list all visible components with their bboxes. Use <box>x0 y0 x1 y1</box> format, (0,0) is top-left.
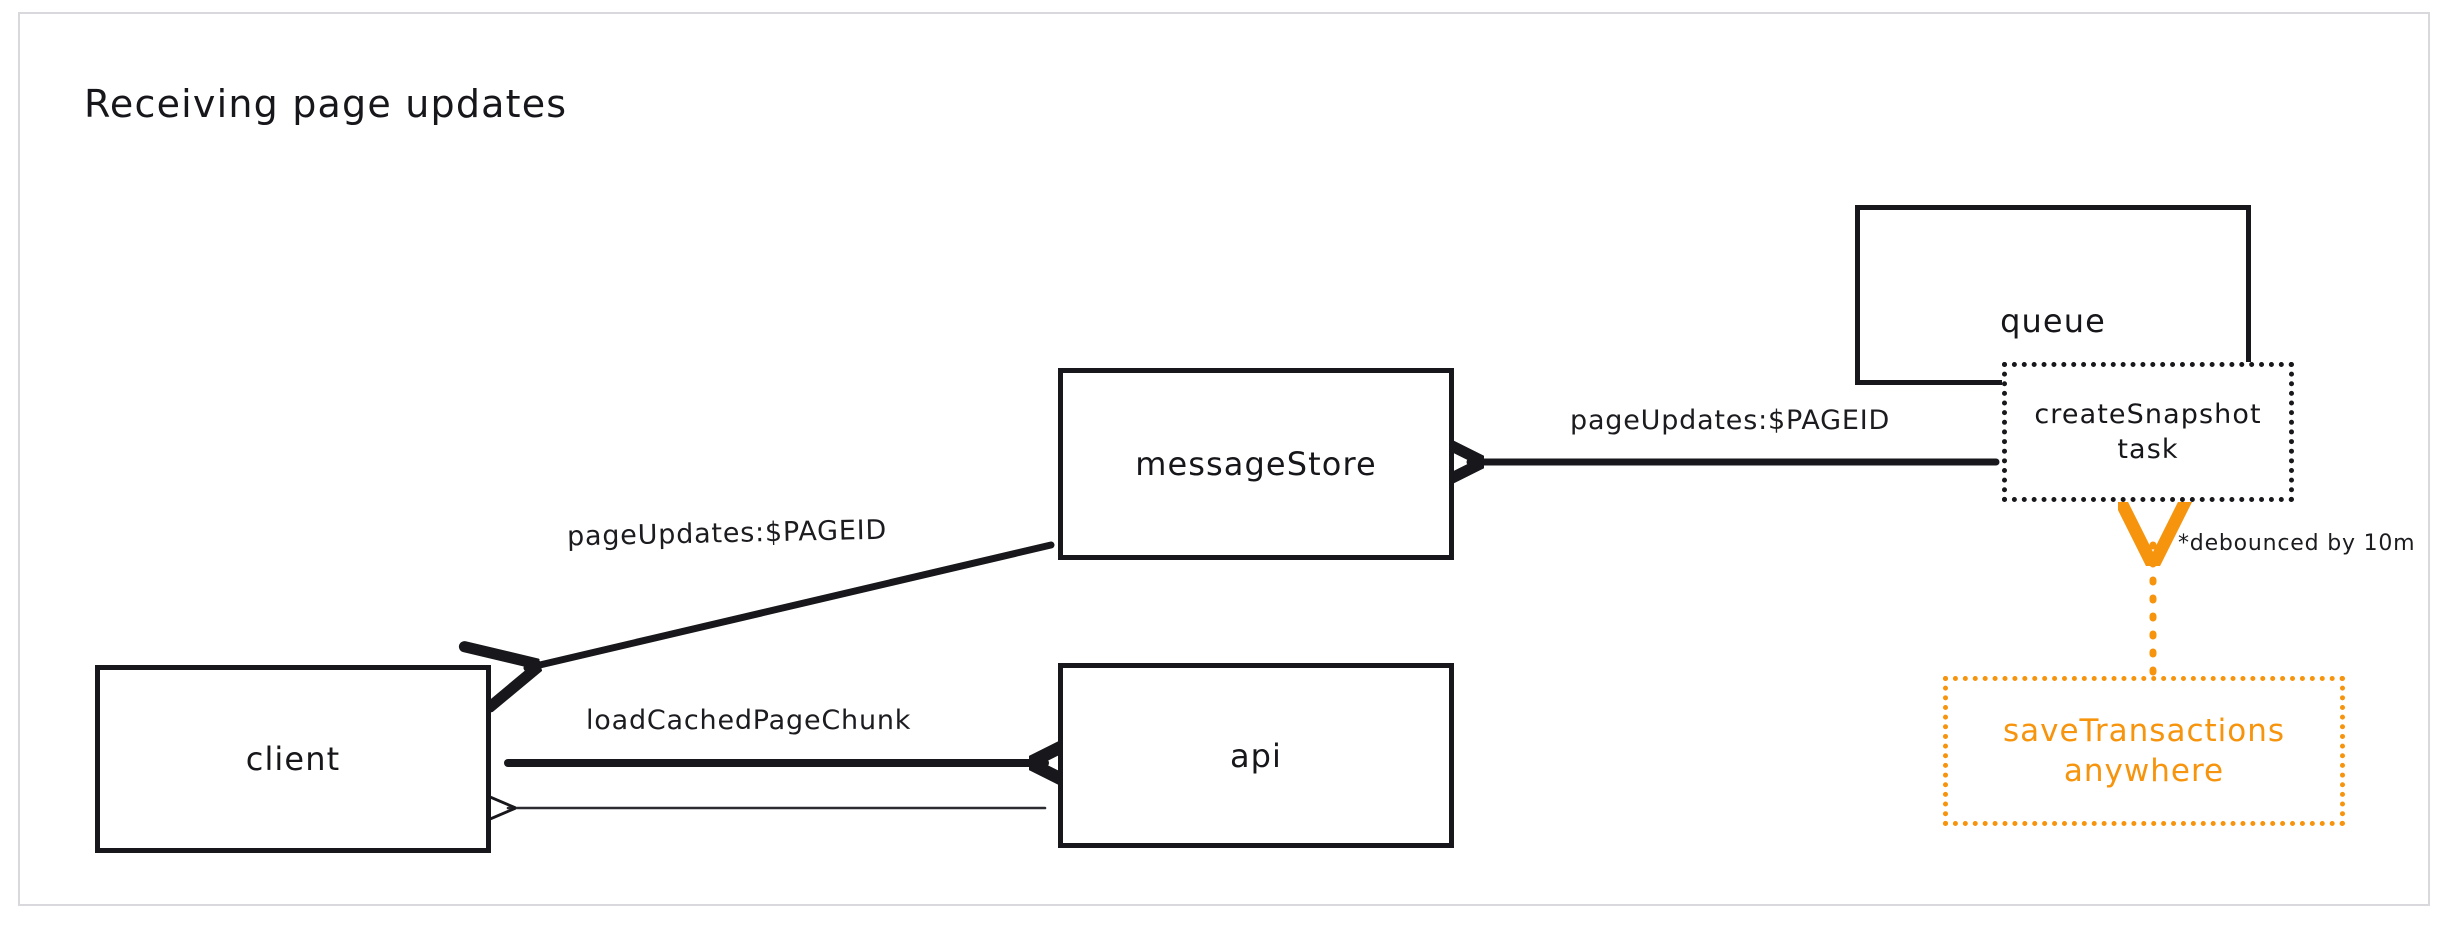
node-api[interactable]: api <box>1058 663 1454 848</box>
node-client-label: client <box>245 740 341 778</box>
node-queue-label: queue <box>2000 302 2106 340</box>
edge-label-pageupdates-client: pageUpdates:$PAGEID <box>566 514 888 553</box>
edge-label-loadcachedpagechunk: loadCachedPageChunk <box>586 705 912 736</box>
node-messagestore-label: messageStore <box>1135 445 1377 483</box>
node-savetransactions-anywhere[interactable]: saveTransactions anywhere <box>1943 676 2345 826</box>
edge-label-pageupdates-queue: pageUpdates:$PAGEID <box>1570 405 1891 436</box>
node-api-label: api <box>1229 736 1283 775</box>
node-client[interactable]: client <box>95 665 491 853</box>
node-messagestore[interactable]: messageStore <box>1058 368 1454 560</box>
node-createsnapshot-task[interactable]: createSnapshot task <box>2002 362 2294 502</box>
node-createsnapshot-task-label: createSnapshot task <box>2034 399 2262 465</box>
page-title: Receiving page updates <box>84 82 568 126</box>
node-savetransactions-anywhere-label: saveTransactions anywhere <box>2002 713 2286 789</box>
node-queue[interactable]: queue <box>1855 205 2251 385</box>
annotation-debounced: *debounced by 10m <box>2178 531 2416 556</box>
